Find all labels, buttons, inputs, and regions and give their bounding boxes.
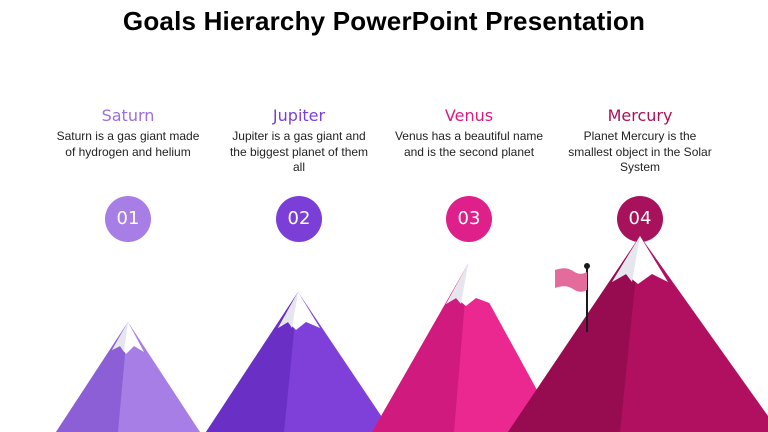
goal-title: Saturn (101, 106, 155, 125)
page-title: Goals Hierarchy PowerPoint Presentation (122, 6, 646, 36)
goal-jupiter: Jupiter Jupiter is a gas giant and the b… (224, 106, 374, 176)
goal-title: Mercury (607, 106, 673, 125)
mountain-3 (372, 264, 560, 432)
mountain-2 (206, 292, 392, 432)
goal-description: Planet Mercury is the smallest object in… (568, 129, 712, 174)
number-badge-03: 03 (446, 196, 492, 242)
goal-title: Venus (444, 106, 494, 125)
goal-description: Saturn is a gas giant made of hydrogen a… (56, 129, 200, 159)
flag-icon (555, 263, 590, 332)
goal-title: Jupiter (272, 106, 326, 125)
goal-saturn: Saturn Saturn is a gas giant made of hyd… (53, 106, 203, 160)
mountain-1 (56, 322, 200, 432)
goal-description: Venus has a beautiful name and is the se… (394, 129, 544, 159)
goal-mercury: Mercury Planet Mercury is the smallest o… (565, 106, 715, 176)
goal-venus: Venus Venus has a beautiful name and is … (394, 106, 544, 160)
number-badge-04: 04 (617, 196, 663, 242)
number-badge-02: 02 (276, 196, 322, 242)
number-badge-01: 01 (105, 196, 151, 242)
mountain-4 (508, 236, 768, 432)
goal-description: Jupiter is a gas giant and the biggest p… (229, 129, 369, 174)
